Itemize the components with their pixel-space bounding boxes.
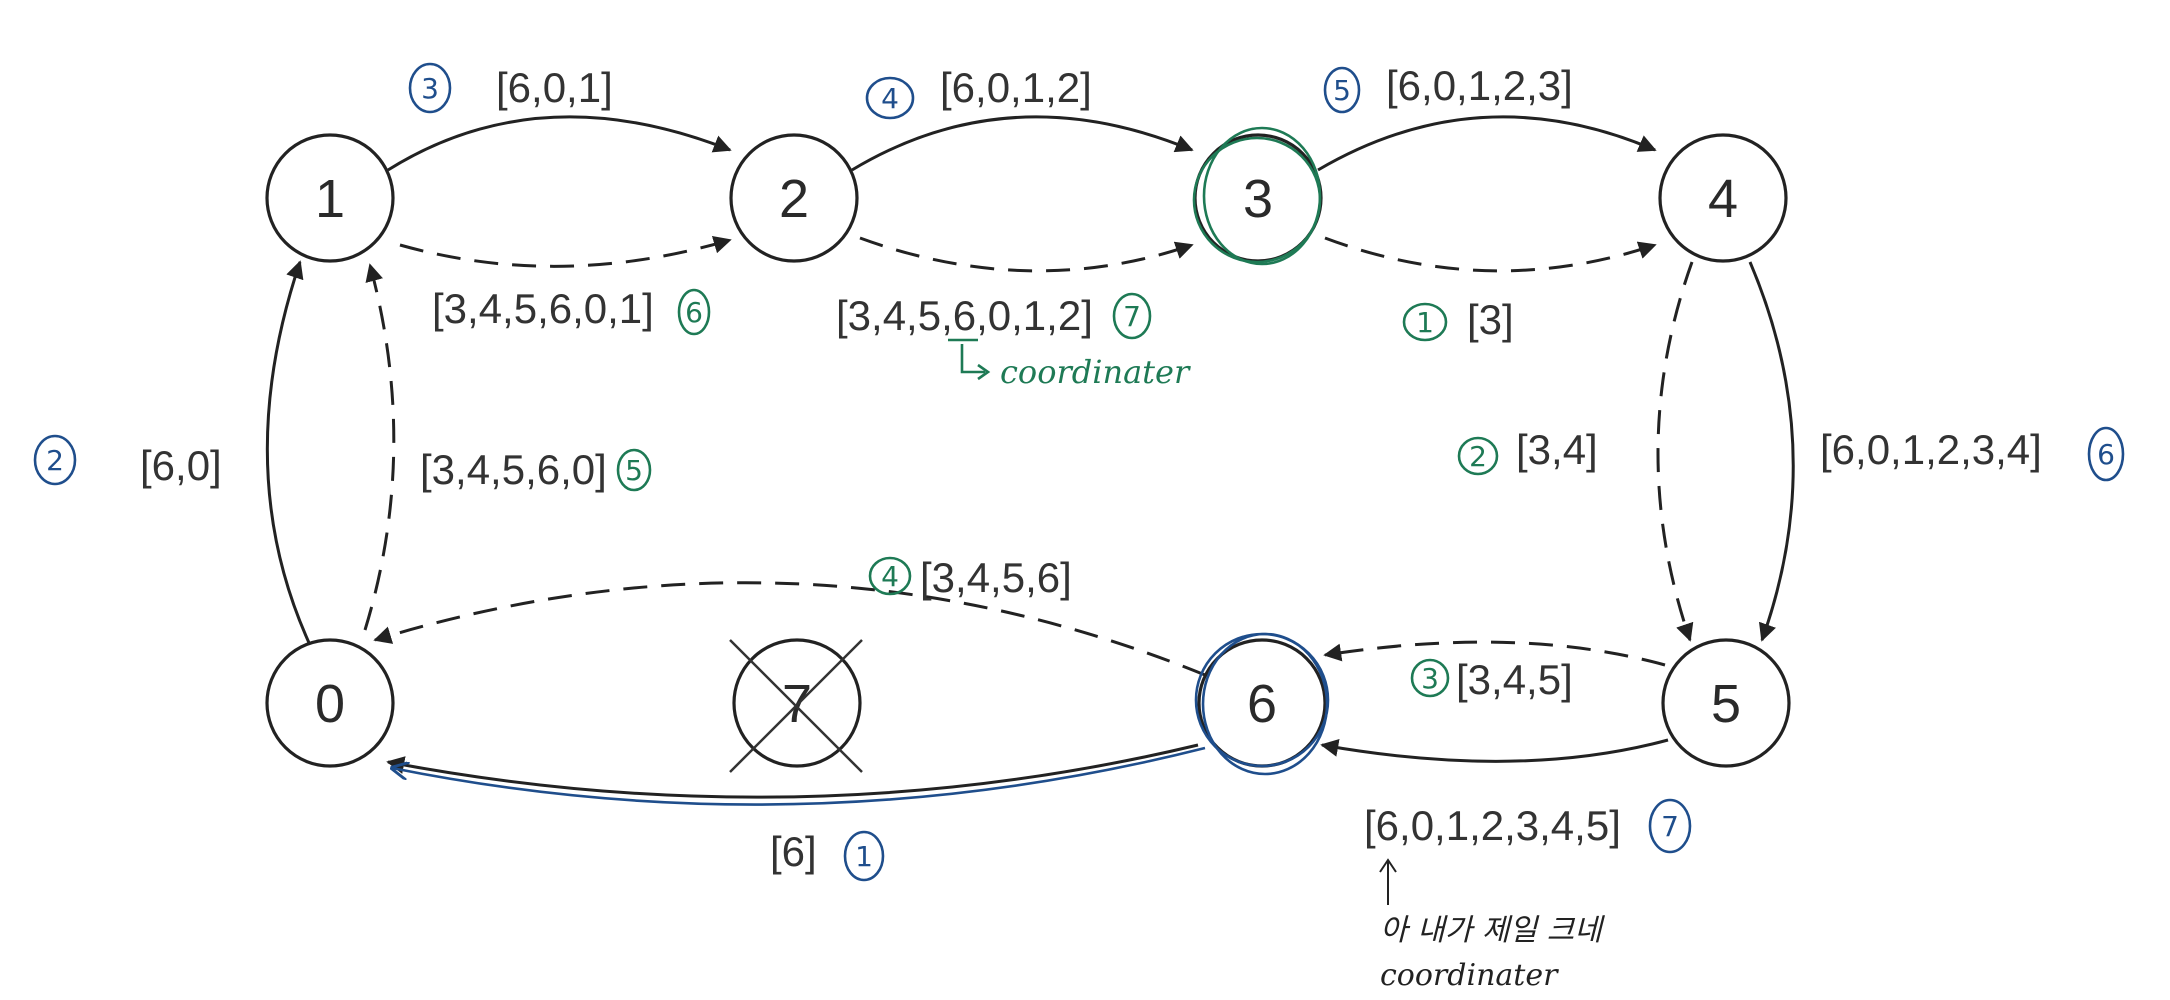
edge-6-0-solid	[386, 743, 1199, 799]
edge-label-0-1-solid: [6,0]	[140, 442, 222, 489]
annotation-black-coordinator-note: 아 내가 제일 크네 coordinater	[1379, 858, 1605, 993]
svg-text:5: 5	[1333, 74, 1351, 107]
annotation-blue-order-3-4: 5	[1323, 66, 1361, 114]
annotation-blue-order-4-5: 6	[2087, 426, 2125, 482]
node-6-label: 6	[1247, 674, 1277, 734]
svg-text:4: 4	[881, 82, 899, 115]
node-4-label: 4	[1708, 169, 1738, 229]
annotation-green-coordinator-note: coordinater	[948, 338, 1191, 391]
node-0: 0	[265, 638, 395, 768]
annotation-blue-order-2-3: 4	[865, 76, 915, 120]
node-3: 3	[1193, 133, 1323, 263]
edge-0-1-solid	[265, 260, 312, 646]
edge-4-5-dashed	[1656, 261, 1694, 642]
edge-label-3-4-solid: [6,0,1,2,3]	[1386, 62, 1573, 109]
edge-4-5-solid	[1748, 261, 1795, 642]
node-4: 4	[1658, 133, 1788, 263]
edge-label-3-4-dashed: [3]	[1467, 296, 1514, 343]
node-1: 1	[265, 133, 395, 263]
node-7-cross-line-b	[729, 639, 863, 773]
edge-label-6-0-solid: [6]	[770, 828, 817, 875]
black-note-line-2: coordinater	[1380, 958, 1559, 993]
edge-0-1-dashed	[363, 263, 396, 631]
annotation-green-order-5-6: 3	[1410, 658, 1450, 698]
svg-text:3: 3	[421, 72, 439, 105]
svg-text:3: 3	[1421, 662, 1439, 695]
edge-label-6-0-dashed: [3,4,5,6]	[920, 554, 1072, 601]
edge-5-6-solid	[1320, 738, 1669, 763]
edge-3-4-dashed	[1324, 236, 1657, 273]
edge-label-5-6-dashed: [3,4,5]	[1456, 656, 1573, 703]
svg-text:2: 2	[46, 444, 64, 477]
edge-3-4-solid	[1317, 115, 1657, 172]
svg-text:1: 1	[855, 840, 873, 873]
edge-label-5-6-solid: [6,0,1,2,3,4,5]	[1364, 802, 1621, 849]
annotation-blue-order-0-1: 2	[33, 434, 77, 486]
node-2-label: 2	[779, 169, 809, 229]
annotation-blue-trace-6-0	[392, 746, 1206, 806]
svg-text:1: 1	[1416, 306, 1434, 339]
annotation-green-order-6-0: 4	[868, 556, 912, 596]
edge-label-0-1-dashed: [3,4,5,6,0]	[420, 446, 607, 493]
node-2: 2	[729, 133, 859, 263]
edge-6-0-dashed	[373, 581, 1206, 677]
node-0-label: 0	[315, 674, 345, 734]
annotation-green-order-2-3: 7	[1112, 292, 1152, 340]
svg-text:4: 4	[881, 560, 899, 593]
edge-label-4-5-dashed: [3,4]	[1516, 426, 1598, 473]
node-1-label: 1	[315, 169, 345, 229]
edge-label-1-2-solid: [6,0,1]	[496, 64, 613, 111]
svg-text:2: 2	[1469, 440, 1487, 473]
edge-2-3-dashed	[859, 236, 1194, 273]
annotation-green-order-1-2: 6	[677, 288, 711, 336]
svg-text:7: 7	[1661, 810, 1679, 843]
edge-label-1-2-dashed: [3,4,5,6,0,1]	[432, 285, 654, 332]
edge-label-2-3-dashed: [3,4,5,6,0,1,2]	[836, 292, 1093, 339]
svg-text:6: 6	[685, 296, 703, 329]
node-5-label: 5	[1711, 674, 1741, 734]
annotation-green-order-0-1: 5	[616, 448, 652, 492]
node-7-crossed: 7	[729, 638, 863, 773]
annotation-blue-order-5-6: 7	[1648, 798, 1692, 854]
edge-1-2-solid	[387, 115, 732, 172]
annotation-blue-circle-node-6-b	[1201, 632, 1329, 776]
node-3-label: 3	[1243, 169, 1273, 229]
node-6: 6	[1197, 638, 1327, 768]
annotation-green-order-3-4: 1	[1402, 302, 1448, 342]
annotation-blue-order-6-0: 1	[843, 830, 885, 882]
svg-text:7: 7	[1123, 300, 1141, 333]
edge-label-4-5-solid: [6,0,1,2,3,4]	[1820, 426, 2042, 473]
black-note-line-1: 아 내가 제일 크네	[1380, 913, 1605, 948]
edge-1-2-dashed	[399, 235, 732, 268]
annotation-green-circle-node-3-b	[1192, 136, 1322, 264]
node-5: 5	[1661, 638, 1791, 768]
edge-label-2-3-solid: [6,0,1,2]	[940, 64, 1092, 111]
annotation-green-order-4-5: 2	[1457, 436, 1499, 476]
svg-text:6: 6	[2097, 438, 2115, 471]
edge-5-6-dashed	[1323, 640, 1666, 667]
coordinator-note-text: coordinater	[1000, 353, 1191, 391]
edge-2-3-solid	[851, 115, 1194, 172]
svg-text:5: 5	[625, 454, 643, 487]
annotation-blue-order-1-2: 3	[408, 62, 452, 114]
